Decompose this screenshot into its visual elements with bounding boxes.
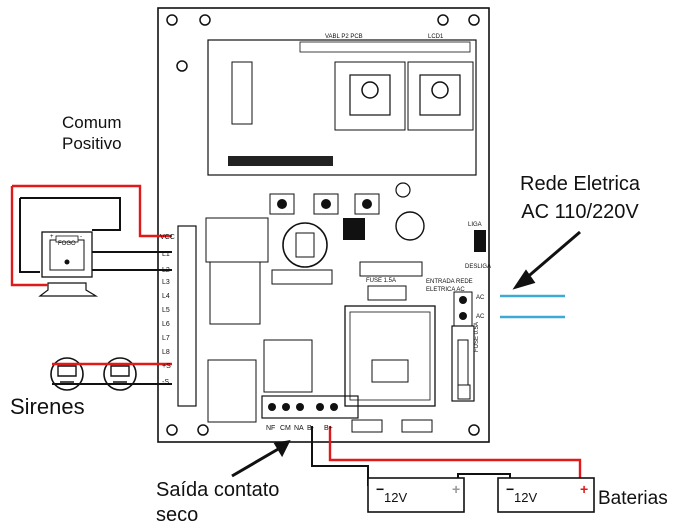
svg-text:+: + — [452, 481, 460, 497]
ac-mains-lines — [500, 294, 565, 319]
battery-2-label: 12V — [514, 490, 537, 505]
terminal-label: L3 — [162, 279, 170, 286]
terminal-label: +S — [162, 363, 171, 370]
pcb-board — [157, 7, 490, 443]
battery: − + − + — [367, 477, 595, 513]
rede-eletrica-label: Rede Eletrica AC 110/220V — [520, 173, 641, 223]
board-labels: VABL P2 PCB LCD1 FUSE 1.5A FUSE 0.5A ENT… — [58, 34, 537, 505]
comum-positivo-label: Comum Positivo — [62, 113, 122, 153]
fuse1-label: FUSE 1.5A — [366, 278, 396, 284]
terminal-label: NA — [294, 425, 304, 432]
fuse2-label: FUSE 0.5A — [474, 322, 480, 352]
svg-text:−: − — [506, 481, 514, 497]
terminal-label: B+ — [324, 425, 333, 432]
terminal-label: L1 — [162, 251, 170, 258]
battery-1-label: 12V — [384, 490, 407, 505]
terminal-label: VCC — [160, 234, 175, 241]
eletrica-ac-label: ELETRICA AC — [426, 287, 465, 293]
fire-call-point: + - — [38, 231, 99, 297]
sirenes-label: Sirenes — [10, 394, 85, 419]
baterias-label: Baterias — [598, 488, 668, 509]
left-terminal-labels: VCC L1 L2 L3 L4 L5 L6 L7 L8 +S -S — [160, 234, 175, 386]
terminal-label: L5 — [162, 307, 170, 314]
arrow-icon — [231, 230, 581, 478]
entrada-rede-label: ENTRADA REDE — [426, 279, 473, 285]
terminal-label: B- — [307, 425, 315, 432]
red-wires — [10, 184, 582, 486]
svg-text:−: − — [376, 481, 384, 497]
terminal-label: NF — [266, 425, 275, 432]
siren-icon — [50, 357, 137, 391]
terminal-label: L7 — [162, 335, 170, 342]
ac-terminal-label: AC — [476, 314, 485, 320]
terminal-label: CM — [280, 425, 291, 432]
svg-text:+: + — [50, 234, 54, 240]
terminal-label: L2 — [162, 267, 170, 274]
bottom-terminal-labels: NF CM NA B- B+ — [266, 425, 333, 432]
svg-text:-: - — [80, 234, 82, 240]
desliga-label: DESLIGA — [465, 264, 491, 270]
liga-label: LIGA — [468, 222, 482, 228]
terminal-label: -S — [162, 379, 169, 386]
saida-contato-seco-label: Saída contato seco — [156, 479, 280, 526]
terminal-label: L4 — [162, 293, 170, 300]
ac-terminal-label: AC — [476, 295, 485, 301]
svg-text:+: + — [580, 481, 588, 497]
terminal-label: L6 — [162, 321, 170, 328]
lcd-label: LCD1 — [428, 34, 444, 40]
terminal-label: L8 — [162, 349, 170, 356]
pcb-title: VABL P2 PCB — [325, 34, 363, 40]
fogo-label: FOGO — [58, 241, 76, 247]
